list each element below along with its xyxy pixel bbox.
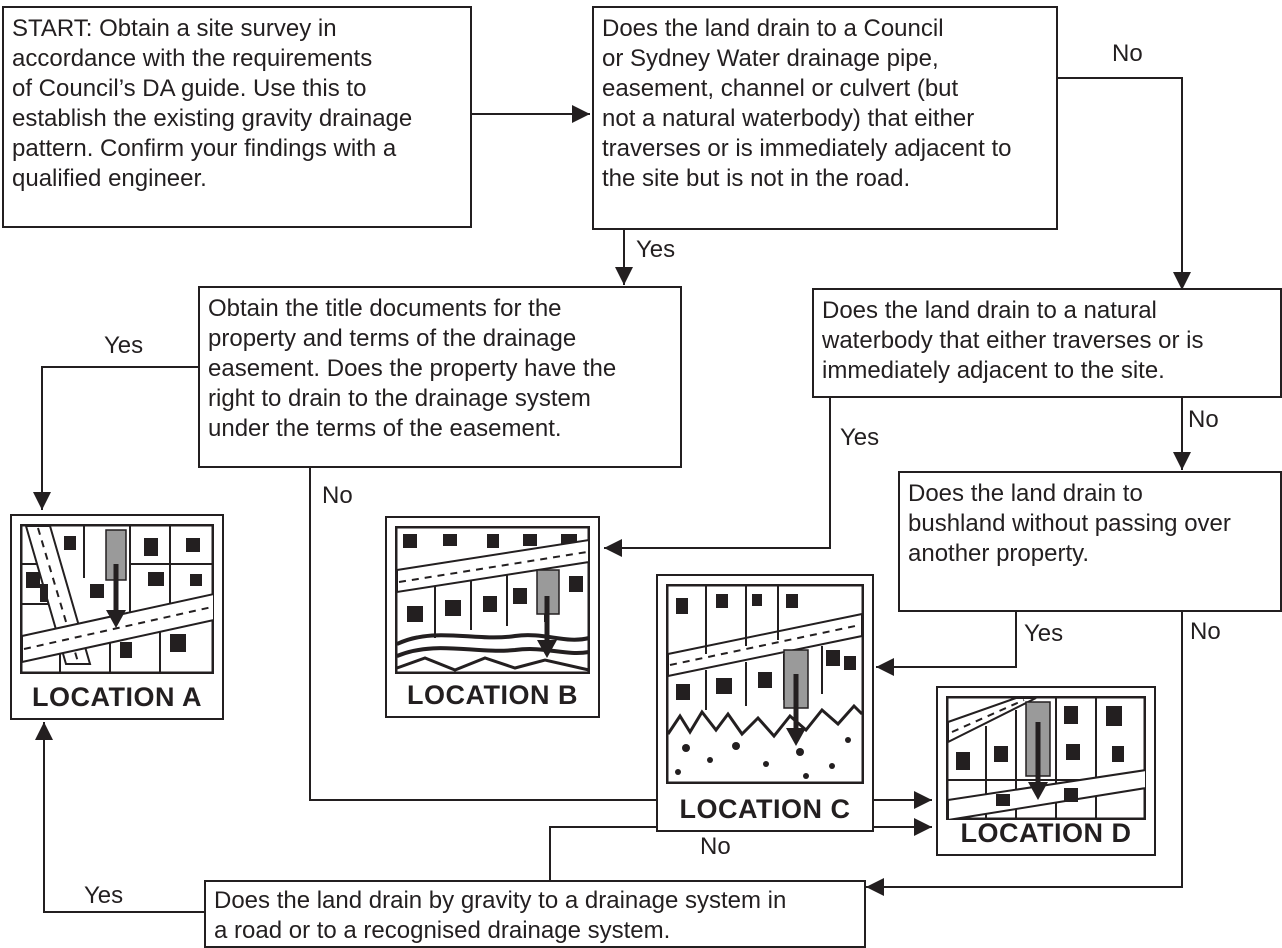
title-documents-box: Obtain the title documents for the prope… (198, 286, 682, 468)
location-d-card: LOCATION D (936, 686, 1156, 856)
location-d-label: LOCATION D (960, 818, 1132, 848)
location-a-map-illustration (20, 524, 214, 674)
gravity-question: Does the land drain by gravity to a drai… (204, 880, 866, 948)
arrow-natural-yes (604, 398, 831, 557)
location-b-label: LOCATION B (407, 680, 578, 710)
label-gravity-yes: Yes (84, 882, 124, 909)
label-gravity-no: No (700, 833, 731, 860)
label-bushland-yes: Yes (1024, 620, 1064, 647)
arrow-council-no (1058, 77, 1191, 290)
arrow-gravity-no (549, 818, 932, 880)
title-documents-text: Obtain the title documents for the prope… (208, 295, 617, 442)
label-bushland-no: No (1190, 618, 1221, 645)
council-pipe-text: Does the land drain to a Council or Sydn… (602, 15, 1012, 192)
location-b-map-illustration (395, 526, 590, 674)
gravity-text: Does the land drain by gravity to a drai… (214, 887, 787, 944)
natural-waterbody-text: Does the land drain to a natural waterbo… (822, 297, 1204, 384)
label-council-yes: Yes (636, 236, 676, 263)
location-b-card: LOCATION B (385, 516, 600, 718)
label-natural-no: No (1188, 406, 1219, 433)
bushland-question: Does the land drain to bushland without … (898, 471, 1282, 612)
arrow-bushland-yes (876, 612, 1017, 676)
start-box: START: Obtain a site survey in accordanc… (2, 6, 472, 228)
arrow-gravity-yes (35, 722, 204, 913)
location-d-map-illustration (946, 696, 1146, 820)
label-council-no: No (1112, 40, 1143, 67)
arrow-title-yes (33, 366, 198, 510)
arrow-bushland-no (866, 612, 1183, 896)
natural-waterbody-question: Does the land drain to a natural waterbo… (812, 288, 1282, 398)
location-c-card: LOCATION C (656, 574, 874, 832)
council-pipe-question: Does the land drain to a Council or Sydn… (592, 6, 1058, 230)
start-text: START: Obtain a site survey in accordanc… (12, 15, 413, 192)
label-title-no: No (322, 482, 353, 509)
bushland-text: Does the land drain to bushland without … (908, 480, 1231, 567)
location-c-label: LOCATION C (679, 794, 851, 824)
location-a-card: LOCATION A (10, 514, 224, 720)
location-a-label: LOCATION A (32, 682, 202, 712)
location-c-map-illustration (666, 584, 864, 784)
label-natural-yes: Yes (840, 424, 880, 451)
label-title-yes: Yes (104, 332, 144, 359)
